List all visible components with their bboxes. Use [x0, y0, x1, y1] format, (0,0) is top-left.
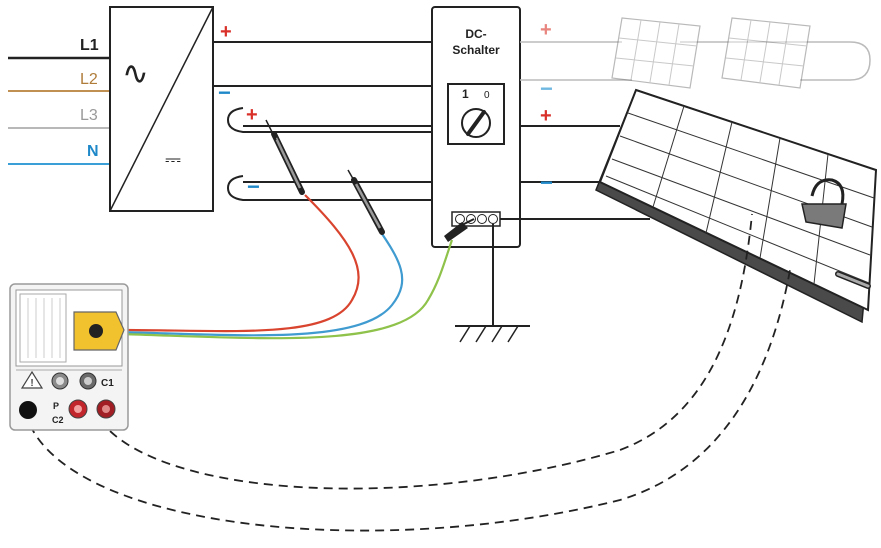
panel-probe-icon — [835, 271, 871, 289]
minus-clip — [226, 175, 432, 201]
dc-switch-title-2: Schalter — [452, 43, 500, 57]
pv-panel-large — [595, 88, 878, 324]
dc-switch-title-1: DC- — [465, 27, 486, 41]
ac-sine-icon: ∿ — [122, 55, 149, 91]
probe-socket-hole — [89, 324, 103, 338]
c1-label: C1 — [101, 378, 114, 389]
pv-dc-wires: + − + − — [500, 19, 871, 220]
measuring-clips: + − — [226, 104, 432, 201]
switch-off-label: 0 — [484, 90, 490, 101]
inverter: ∿ ⎓ — [109, 6, 214, 212]
warning-symbol: ! — [30, 378, 33, 389]
p-label: P — [53, 401, 59, 411]
plus-clip — [226, 107, 432, 133]
terminal-3 — [477, 214, 487, 224]
dashed-line-outer — [29, 269, 791, 532]
ac-phase-lines: L1 L2 L3 N — [8, 37, 110, 165]
tester-display — [19, 293, 67, 363]
pv-panel-small-2 — [721, 17, 811, 89]
socket-black — [19, 401, 37, 419]
dc-switch: DC- Schalter 1 0 — [431, 6, 521, 248]
dashed-line-inner — [99, 213, 753, 490]
dashed-connections — [29, 213, 791, 532]
clip-minus-label: − — [247, 174, 260, 199]
l3-label: L3 — [80, 107, 98, 124]
l1-label: L1 — [80, 37, 99, 54]
red-lead — [117, 194, 360, 333]
earth-ground-icon — [455, 224, 530, 343]
blue-lead — [117, 227, 404, 337]
red-probe-icon — [265, 119, 305, 195]
test-leads — [117, 194, 454, 340]
dc-bus-wires: + − — [213, 21, 432, 105]
insulation-tester: ! C1 P C2 — [9, 283, 129, 431]
n-label: N — [87, 143, 99, 160]
green-probe-icon — [444, 218, 475, 242]
terminal-1 — [455, 214, 465, 224]
green-lead — [117, 239, 454, 340]
switch-minus-label: − — [540, 170, 553, 195]
inverter-minus-label: − — [218, 80, 231, 105]
l2-label: L2 — [80, 71, 98, 88]
dc-symbol-icon: ⎓ — [165, 149, 181, 171]
terminal-4 — [488, 214, 498, 224]
c2-label: C2 — [52, 415, 64, 425]
switch-plus-label: + — [540, 105, 552, 127]
blue-probe-icon — [347, 169, 385, 235]
inverter-plus-label: + — [220, 21, 232, 43]
warning-icon — [20, 370, 44, 389]
switch-on-label: 1 — [462, 87, 469, 101]
pv-panel-small-1 — [611, 17, 701, 89]
frame-clamp-icon — [801, 178, 847, 229]
top-string-loop — [680, 41, 871, 81]
switch-top-minus-label: − — [540, 76, 553, 101]
rotary-knob-handle — [466, 110, 486, 136]
switch-top-plus-label: + — [540, 19, 552, 41]
inverter-diagonal — [109, 6, 214, 212]
clip-plus-label: + — [246, 104, 258, 126]
